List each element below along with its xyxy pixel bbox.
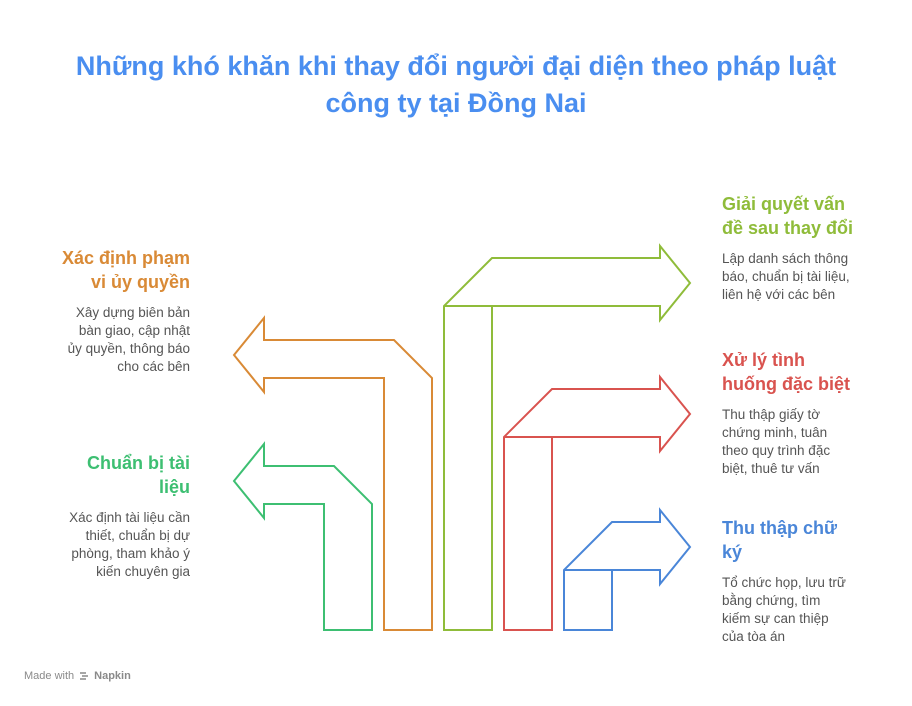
title-line-2: công ty tại Đồng Nai (325, 88, 587, 118)
block-tinh-huong-desc: Thu thập giấy tờ chứng minh, tuân theo q… (722, 406, 892, 478)
block-tinh-huong-title-line-2: huống đặc biệt (722, 374, 850, 394)
block-pham-vi: Xác định phạm vi ủy quyền Xây dựng biên … (40, 246, 190, 376)
block-chu-ky: Thu thập chữ ký Tổ chức họp, lưu trữ bằn… (722, 516, 892, 646)
block-giai-quyet-desc: Lập danh sách thông báo, chuẩn bị tài li… (722, 250, 892, 304)
block-chu-ky-title-line-1: Thu thập chữ (722, 518, 838, 538)
block-tai-lieu-title: Chuẩn bị tài liệu (30, 451, 190, 499)
desc-line: Lập danh sách thông (722, 251, 849, 266)
title-line-1: Những khó khăn khi thay đổi người đại di… (75, 51, 837, 81)
arrow-red-right (503, 374, 692, 631)
desc-line: liên hệ với các bên (722, 287, 836, 302)
page-title: Những khó khăn khi thay đổi người đại di… (40, 48, 872, 122)
block-chu-ky-desc: Tổ chức họp, lưu trữ bằng chứng, tìm kiế… (722, 574, 892, 646)
arrow-blue-right (563, 507, 692, 631)
block-pham-vi-title-line-1: Xác định phạm (61, 248, 190, 268)
desc-line: của tòa án (722, 629, 786, 644)
block-tai-lieu: Chuẩn bị tài liệu Xác định tài liệu cần … (30, 451, 190, 581)
desc-line: báo, chuẩn bị tài liệu, (722, 269, 850, 284)
block-chu-ky-title-line-2: ký (722, 542, 743, 562)
block-pham-vi-desc: Xây dựng biên bản bàn giao, cập nhật ủy … (40, 304, 190, 376)
block-chu-ky-title: Thu thập chữ ký (722, 516, 892, 564)
block-tai-lieu-title-line-1: Chuẩn bị tài (87, 453, 190, 473)
napkin-logo-icon (80, 672, 89, 680)
block-giai-quyet-title-line-2: đề sau thay đổi (722, 218, 854, 238)
desc-line: bàn giao, cập nhật (78, 323, 190, 338)
block-tinh-huong-title: Xử lý tình huống đặc biệt (722, 348, 892, 396)
desc-line: bằng chứng, tìm (722, 593, 821, 608)
block-pham-vi-title: Xác định phạm vi ủy quyền (40, 246, 190, 294)
desc-line: cho các bên (117, 359, 190, 374)
desc-line: ủy quyền, thông báo (67, 341, 190, 356)
arrow-orange-left (232, 315, 433, 631)
block-tai-lieu-title-line-2: liệu (158, 477, 190, 497)
desc-line: Tổ chức họp, lưu trữ (722, 575, 846, 590)
block-tinh-huong-title-line-1: Xử lý tình (722, 350, 806, 370)
footer-brand: Napkin (94, 670, 131, 682)
desc-line: theo quy trình đặc (722, 443, 831, 458)
desc-line: phòng, tham khảo ý (71, 546, 190, 561)
block-tai-lieu-desc: Xác định tài liệu cần thiết, chuẩn bị dự… (30, 509, 190, 581)
desc-line: Thu thập giấy tờ (722, 407, 821, 422)
desc-line: chứng minh, tuân (722, 425, 828, 440)
desc-line: Xác định tài liệu cần (69, 510, 190, 525)
desc-line: thiết, chuẩn bị dự (85, 528, 190, 543)
desc-line: biệt, thuê tư vấn (722, 461, 820, 476)
footer-attribution: Made with Napkin (24, 670, 131, 682)
arrow-lime-right (443, 243, 692, 631)
block-giai-quyet-title-line-1: Giải quyết vấn (722, 194, 846, 214)
footer-made-with: Made with (24, 670, 75, 682)
block-giai-quyet-title: Giải quyết vấn đề sau thay đổi (722, 192, 892, 240)
desc-line: kiến chuyên gia (96, 564, 190, 579)
desc-line: kiếm sự can thiệp (722, 611, 829, 626)
desc-line: Xây dựng biên bản (75, 305, 190, 320)
arrow-green-left (232, 441, 373, 631)
block-pham-vi-title-line-2: vi ủy quyền (90, 272, 190, 292)
block-giai-quyet: Giải quyết vấn đề sau thay đổi Lập danh … (722, 192, 892, 304)
block-tinh-huong: Xử lý tình huống đặc biệt Thu thập giấy … (722, 348, 892, 478)
